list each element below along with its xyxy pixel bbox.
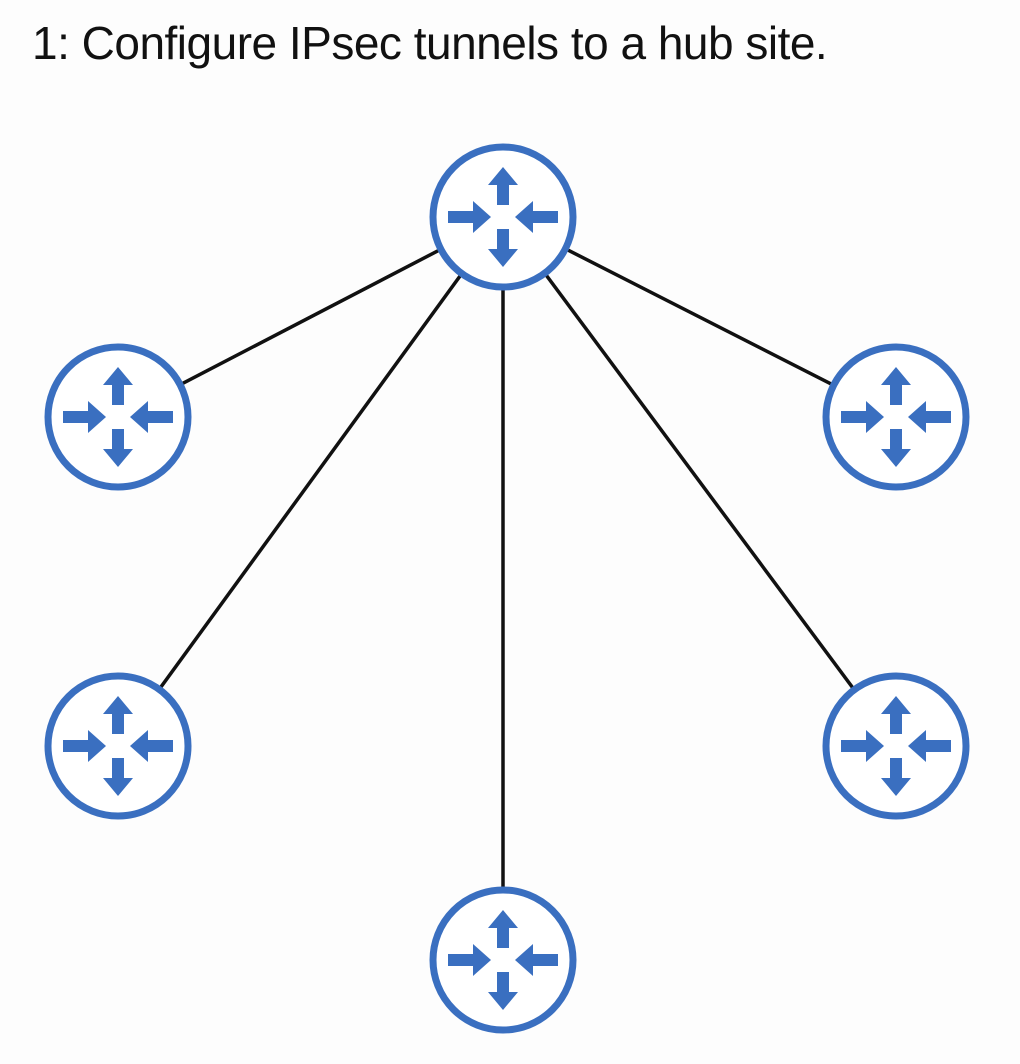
router-hub[interactable] xyxy=(429,143,577,291)
arrow-in-left-icon xyxy=(908,401,951,433)
arrow-down-icon xyxy=(881,429,911,467)
arrow-up-icon xyxy=(881,696,911,734)
router-circle xyxy=(44,343,192,491)
router-circle xyxy=(44,672,192,820)
slide-title: 1: Configure IPsec tunnels to a hub site… xyxy=(32,17,828,69)
arrow-up-icon xyxy=(881,367,911,405)
router-circle xyxy=(822,343,970,491)
links-layer xyxy=(116,215,898,960)
router-icon xyxy=(841,696,951,796)
arrow-in-left-icon xyxy=(130,730,173,762)
arrow-in-left-icon xyxy=(515,201,558,233)
arrow-up-icon xyxy=(488,167,518,205)
router-spoke-right-upper[interactable] xyxy=(822,343,970,491)
arrow-in-right-icon xyxy=(841,401,884,433)
arrow-in-right-icon xyxy=(63,401,106,433)
tunnel-link-spoke-right-lower xyxy=(501,215,898,748)
arrow-down-icon xyxy=(488,229,518,267)
nodes-layer xyxy=(44,143,970,1034)
arrow-up-icon xyxy=(103,696,133,734)
arrow-in-left-icon xyxy=(130,401,173,433)
router-spoke-left-upper[interactable] xyxy=(44,343,192,491)
router-icon xyxy=(63,696,173,796)
arrow-up-icon xyxy=(103,367,133,405)
arrow-in-left-icon xyxy=(515,944,558,976)
arrow-down-icon xyxy=(103,429,133,467)
arrow-up-icon xyxy=(488,910,518,948)
router-icon xyxy=(841,367,951,467)
arrow-in-right-icon xyxy=(63,730,106,762)
router-circle xyxy=(429,143,577,291)
router-spoke-right-lower[interactable] xyxy=(822,672,970,820)
router-icon xyxy=(448,910,558,1010)
router-circle xyxy=(429,886,577,1034)
router-icon xyxy=(448,167,558,267)
arrow-down-icon xyxy=(881,758,911,796)
arrow-in-right-icon xyxy=(841,730,884,762)
arrow-down-icon xyxy=(488,972,518,1010)
router-icon xyxy=(63,367,173,467)
router-spoke-bottom[interactable] xyxy=(429,886,577,1034)
router-circle xyxy=(822,672,970,820)
arrow-in-left-icon xyxy=(908,730,951,762)
arrow-down-icon xyxy=(103,758,133,796)
router-spoke-left-lower[interactable] xyxy=(44,672,192,820)
tunnel-link-spoke-left-lower xyxy=(116,215,505,748)
arrow-in-right-icon xyxy=(448,201,491,233)
arrow-in-right-icon xyxy=(448,944,491,976)
